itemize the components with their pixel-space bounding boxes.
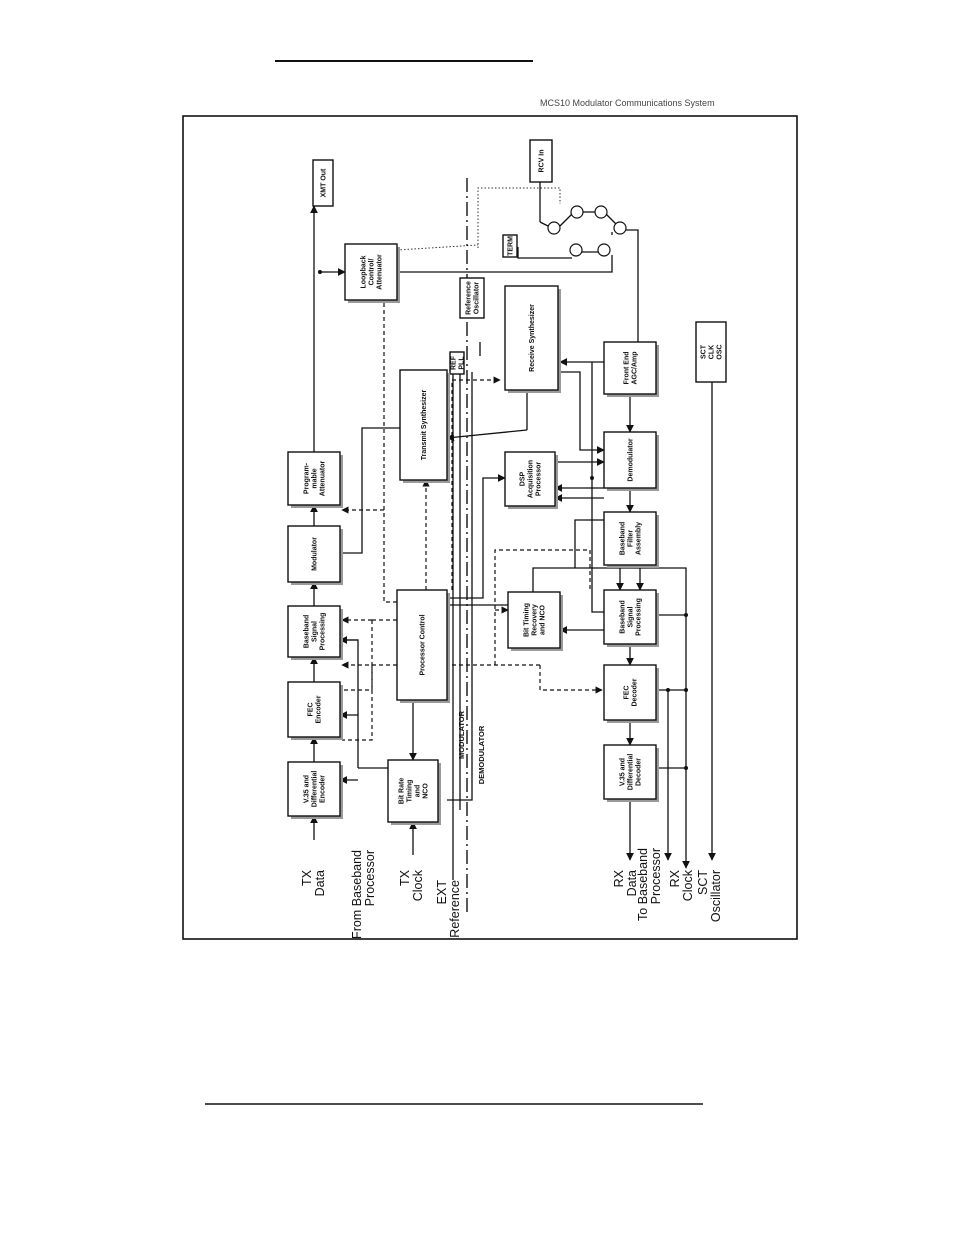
blocks-layer: XMT Out RCV In TERM LoopbackControl/Attenua…	[287, 139, 727, 825]
block-label: BasebandSignalProcessing	[620, 598, 643, 636]
label-demodulator-side: DEMODULATOR	[477, 725, 486, 784]
block-processor-control: Processor Control	[396, 589, 450, 703]
block-label: V.35 andDifferentialEncoder	[304, 771, 327, 808]
block-xmt-out: XMT Out	[312, 159, 334, 207]
block-baseband-filter: BasebandFilterAssembly	[603, 511, 659, 568]
block-label: SCTCLKOSC	[701, 344, 724, 359]
block-label: BasebandSignalProcessing	[304, 613, 327, 651]
block-rcv-in: RCV In	[529, 139, 553, 183]
label-rx-data: RXData	[612, 869, 639, 896]
block-label: Processor Control	[420, 614, 427, 675]
label-tx-data: TXData	[300, 869, 327, 896]
running-title: MCS10 Modulator Communications System	[540, 98, 715, 108]
block-label: REFPLL	[451, 355, 466, 370]
block-label: FECEncoder	[308, 695, 323, 723]
block-v35-encoder: V.35 andDifferentialEncoder	[287, 761, 343, 819]
block-loopback: LoopbackControl/Attenuator	[344, 243, 400, 303]
block-term: TERM	[502, 234, 518, 258]
block-label: Front EndAGC/Amp	[624, 351, 639, 384]
block-receive-synth: Receive Synthesizer	[504, 285, 561, 393]
block-modulator: Modulator	[287, 525, 343, 585]
block-label: TERM	[508, 236, 515, 256]
block-baseband-sp-rx: BasebandSignalProcessing	[603, 589, 659, 647]
block-label: XMT Out	[321, 168, 328, 197]
block-v35-decoder: V.35 andDifferentialDecoder	[603, 744, 659, 802]
block-dsp-acq: DSPAcquisitionProcessor	[504, 451, 558, 509]
block-label: Bit TimingRecoveryand NCO	[524, 603, 547, 637]
block-ref-pll: REFPLL	[449, 351, 466, 375]
label-modulator-side: MODULATOR	[457, 710, 466, 759]
block-label: LoopbackControl/Attenuator	[361, 254, 384, 290]
label-sct-oscillator: SCTOscillator	[696, 870, 723, 922]
block-label: Bit RateTimingandNCO	[399, 778, 430, 805]
block-prog-atten: Program-mableAttenuator	[287, 451, 343, 508]
block-label: ReferenceOscillator	[466, 281, 481, 315]
label-rx-clock: RXClock	[668, 869, 695, 901]
block-fec-decoder: FECDecoder	[603, 664, 659, 723]
label-tx-clock: TXClock	[398, 869, 425, 901]
block-transmit-synth: Transmit Synthesizer	[399, 369, 450, 483]
block-label: BasebandFilterAssembly	[620, 522, 643, 555]
rf-switch	[547, 205, 627, 257]
block-label: Receive Synthesizer	[529, 304, 536, 372]
block-label: V.35 andDifferentialDecoder	[620, 754, 643, 791]
block-sct-clk-osc: SCTCLKOSC	[695, 321, 727, 383]
block-reference-osc: ReferenceOscillator	[459, 277, 485, 319]
block-bit-rate-timing: Bit RateTimingandNCO	[387, 759, 441, 825]
block-label: Modulator	[312, 537, 319, 571]
labels-layer: TXData From BasebandProcessor TXClock EXTRe…	[300, 710, 723, 939]
block-label: RCV In	[539, 150, 546, 173]
label-ext-reference: EXTReference	[435, 880, 462, 938]
block-bit-timing-recovery: Bit TimingRecoveryand NCO	[507, 591, 563, 651]
block-label: Program-mableAttenuator	[304, 461, 327, 497]
block-label: FECDecoder	[624, 678, 639, 706]
block-front-end: Front EndAGC/Amp	[603, 341, 659, 397]
block-fec-encoder: FECEncoder	[287, 681, 343, 740]
block-demodulator: Demodulator	[603, 431, 659, 491]
label-from-baseband: From BasebandProcessor	[350, 850, 377, 939]
label-to-baseband: To BasebandProcessor	[636, 848, 663, 921]
block-label: DSPAcquisitionProcessor	[520, 460, 543, 498]
block-label: Demodulator	[628, 438, 635, 481]
block-label: Transmit Synthesizer	[421, 390, 428, 461]
block-baseband-sp-tx: BasebandSignalProcessing	[287, 605, 343, 660]
figure-frame	[182, 115, 798, 940]
